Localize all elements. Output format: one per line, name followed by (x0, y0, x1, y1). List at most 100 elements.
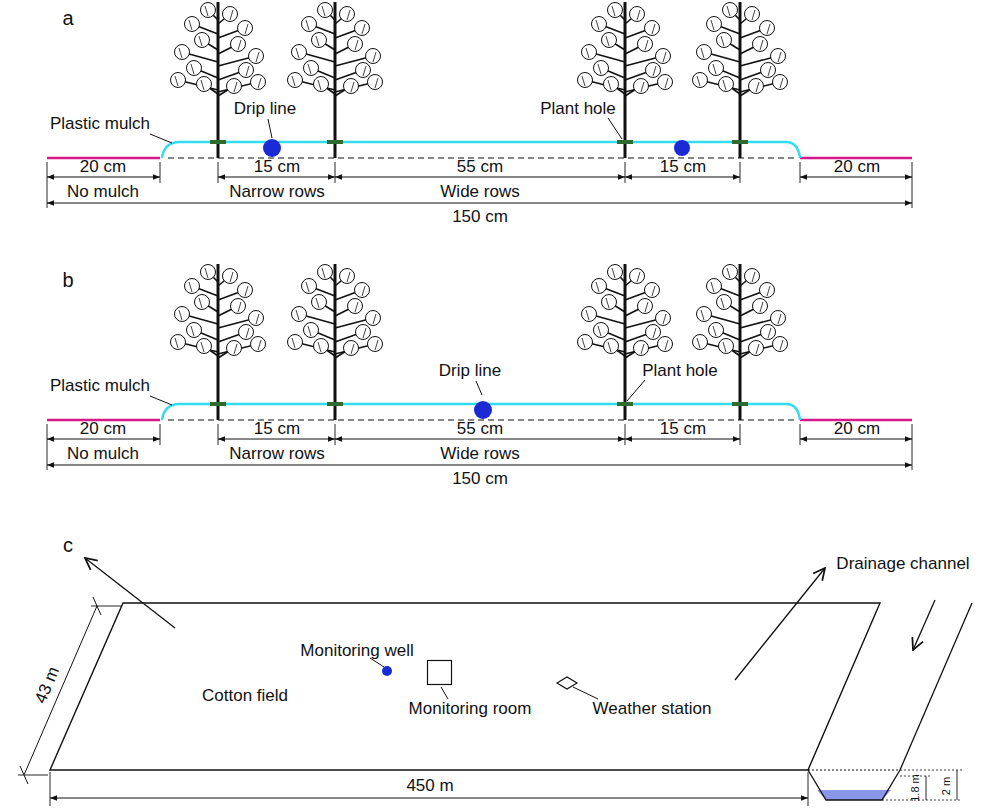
leaf-vein (778, 314, 781, 324)
component-label: Drip line (439, 362, 501, 379)
panel-letter: c (63, 535, 73, 555)
row-label: Narrow rows (229, 445, 324, 462)
leaf-vein (778, 52, 781, 62)
dimension-line (47, 203, 912, 204)
leaf-vein (652, 286, 655, 296)
cotton-leaf (368, 337, 383, 352)
dimension-label: 450 m (406, 777, 453, 794)
leaf-vein (256, 52, 259, 62)
dimension-label: 15 cm (660, 420, 706, 437)
cotton-leaf (187, 61, 202, 76)
plant-hole (210, 402, 226, 406)
room-marker (428, 661, 452, 685)
dimension-line (800, 439, 912, 440)
cotton-leaf (604, 77, 619, 92)
leaf-vein (199, 298, 202, 308)
dimension-line (47, 177, 160, 178)
cross-section (47, 264, 912, 470)
cotton-leaf (645, 21, 660, 36)
cotton-leaf (582, 45, 597, 60)
leaf-vein (306, 20, 309, 30)
cotton-leaf (630, 7, 645, 22)
leaf-vein (612, 268, 615, 278)
dimension-label: 15 cm (254, 420, 300, 437)
cotton-leaf (753, 299, 768, 314)
cotton-leaf (645, 283, 660, 298)
plant-hole (732, 140, 748, 144)
component-label: Plastic mulch (50, 377, 150, 394)
dimension-label: 2 m (941, 777, 952, 795)
cotton-leaf (355, 283, 370, 298)
leader-line (627, 380, 645, 401)
extension-line (218, 424, 219, 445)
leaf-vein (175, 338, 178, 348)
cotton-leaf (340, 7, 355, 22)
leaf-vein (697, 338, 700, 348)
row-label: Wide rows (440, 445, 519, 462)
cotton-leaf (223, 7, 238, 22)
cotton-leaf (340, 269, 355, 284)
cotton-leaf (646, 63, 661, 78)
cotton-leaf (251, 75, 266, 90)
channel-edge (900, 603, 972, 770)
cotton-leaf (239, 325, 254, 340)
dimension-label: 20 cm (80, 420, 126, 437)
extension-line (47, 162, 48, 208)
cotton-leaf (238, 21, 253, 36)
cotton-leaf (719, 339, 734, 354)
node-label: Cotton field (202, 687, 288, 704)
leaf-vein (375, 78, 378, 88)
leaf-vein (608, 342, 611, 352)
extension-line (912, 162, 913, 208)
leaf-vein (201, 342, 204, 352)
leaf-vein (653, 328, 656, 338)
cotton-leaf (201, 265, 216, 280)
leaf-vein (201, 80, 204, 90)
leaf-vein (234, 82, 237, 92)
leaf-vein (258, 78, 261, 88)
extension-line (625, 162, 626, 183)
cotton-leaf (592, 17, 607, 32)
cotton-leaf (227, 341, 242, 356)
cotton-leaf (249, 311, 264, 326)
monitoring-room: Monitoring room (427, 660, 452, 685)
drip-line (674, 140, 690, 156)
dimension-line (335, 439, 625, 440)
leaf-vein (752, 10, 755, 20)
cotton-leaf (201, 3, 216, 18)
dimension-label: 43 m (32, 664, 62, 705)
cotton-leaf (760, 21, 775, 36)
leaf-vein (238, 40, 241, 50)
leaf-vein (355, 40, 358, 50)
leaf-vein (322, 268, 325, 278)
cotton-leaf (630, 269, 645, 284)
cotton-leaf (745, 7, 760, 22)
cotton-leaf (656, 49, 671, 64)
leaf-vein (246, 328, 249, 338)
dimension-label: 150 cm (452, 208, 508, 225)
direction-arrow (735, 568, 825, 680)
component-label: Drip line (234, 100, 296, 117)
row-label: No mulch (67, 445, 139, 462)
cotton-leaf (709, 61, 724, 76)
extension-line (800, 162, 801, 183)
leaf-vein (296, 48, 299, 58)
cotton-leaf (356, 63, 371, 78)
dimension-line (218, 177, 335, 178)
leaf-vein (727, 268, 730, 278)
dimension-line (335, 177, 625, 178)
cotton-leaf (709, 323, 724, 338)
cotton-leaf (760, 283, 775, 298)
leaf-vein (245, 24, 248, 34)
leader-line (150, 396, 172, 405)
cotton-leaf (314, 339, 329, 354)
row-label: Narrow rows (229, 183, 324, 200)
leaf-vein (665, 78, 668, 88)
extension-line (800, 424, 801, 445)
leaf-vein (596, 20, 599, 30)
cotton-leaf (745, 269, 760, 284)
leaf-vein (234, 344, 237, 354)
cotton-leaf (608, 3, 623, 18)
leaf-vein (586, 310, 589, 320)
leaf-vein (189, 20, 192, 30)
